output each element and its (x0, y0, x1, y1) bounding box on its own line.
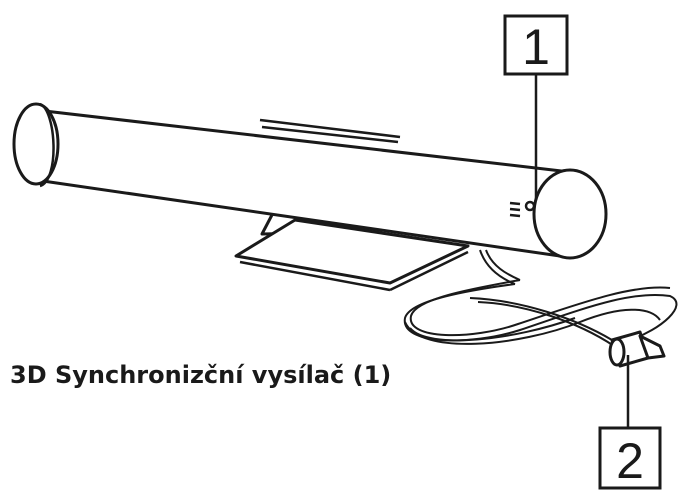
callout-2-label: 2 (616, 433, 644, 489)
callout-1: 1 (503, 14, 569, 200)
body-left-cap (12, 102, 60, 186)
diagram-caption: 3D Synchronizční vysílač (1) (10, 361, 392, 389)
callout-2-box (598, 426, 662, 490)
callout-1-box (503, 14, 569, 76)
top-ridge (259, 118, 401, 139)
stand-base-edge-right (389, 250, 469, 292)
transmitter-body (12, 102, 608, 260)
stand-base-edge (239, 260, 391, 292)
callout-1-label: 1 (522, 19, 550, 75)
stand-base (234, 218, 470, 285)
body-right-cap (532, 168, 608, 260)
cable (403, 249, 678, 347)
cable-connector (608, 330, 666, 368)
callout-2: 2 (598, 355, 662, 490)
ir-window-icon (509, 200, 536, 218)
